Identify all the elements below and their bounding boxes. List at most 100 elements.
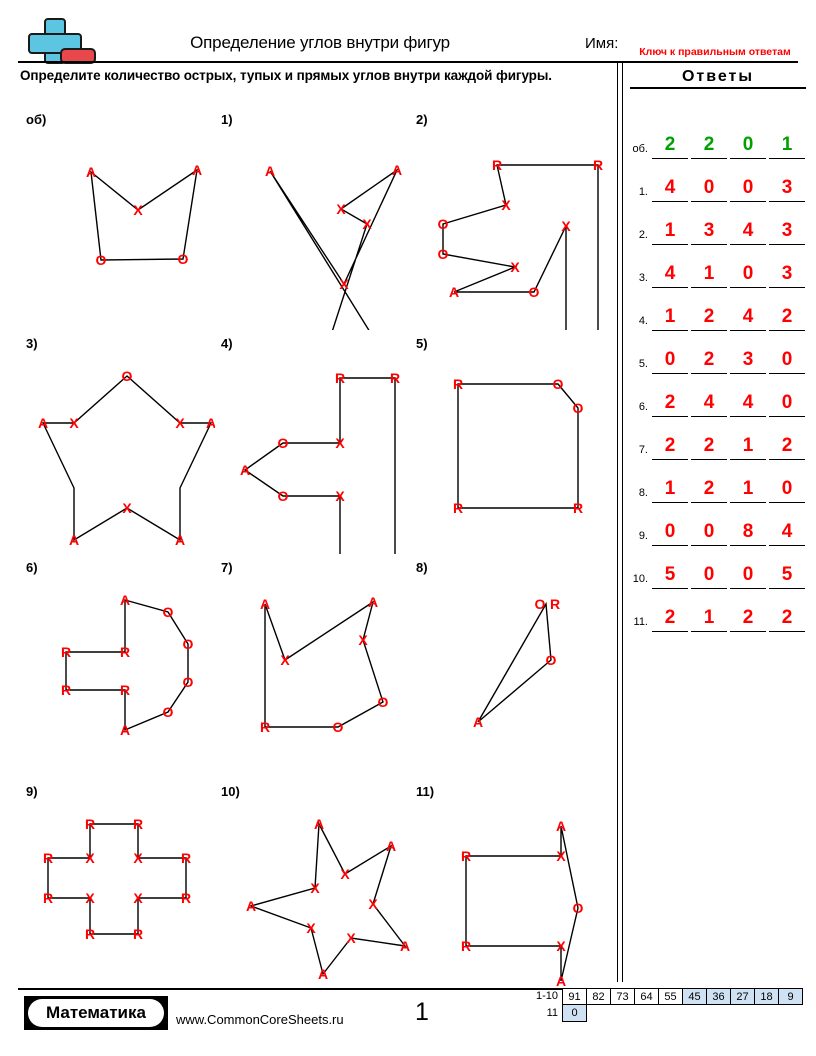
answer-row-number: 5.: [638, 358, 648, 370]
answer-cell[interactable]: 2: [691, 306, 727, 331]
math-plus-minus-logo-icon: [18, 16, 96, 64]
scale-cell[interactable]: 73: [610, 988, 635, 1005]
scale-cell[interactable]: 91: [562, 988, 587, 1005]
answer-cell[interactable]: 0: [769, 392, 805, 417]
scale-row: 11 0: [524, 1004, 803, 1022]
angle-label: A: [314, 816, 324, 832]
answer-cell[interactable]: 0: [652, 349, 688, 374]
answer-cell[interactable]: 0: [730, 263, 766, 288]
answer-cell[interactable]: 3: [769, 263, 805, 288]
figure-outline: [47, 823, 187, 935]
answer-cell[interactable]: 8: [730, 521, 766, 546]
answer-cell[interactable]: 3: [691, 220, 727, 245]
answer-cell[interactable]: 1: [652, 306, 688, 331]
scale-cell[interactable]: 9: [778, 988, 803, 1005]
answer-cell[interactable]: 4: [730, 306, 766, 331]
answer-cell[interactable]: 2: [769, 435, 805, 460]
answer-cell[interactable]: 1: [652, 478, 688, 503]
answer-cell[interactable]: 3: [769, 220, 805, 245]
answer-cell[interactable]: 3: [730, 349, 766, 374]
answer-cell[interactable]: 2: [652, 435, 688, 460]
scale-cell[interactable]: 36: [706, 988, 731, 1005]
angle-label: R: [120, 682, 130, 698]
answer-row-number: 11.: [633, 616, 648, 628]
answer-cell[interactable]: 2: [769, 607, 805, 632]
angle-label: A: [86, 164, 96, 180]
answer-cell[interactable]: 0: [730, 134, 766, 159]
answer-cell[interactable]: 0: [769, 478, 805, 503]
angle-label: R: [61, 644, 71, 660]
answer-cell[interactable]: 1: [652, 220, 688, 245]
answer-cell[interactable]: 1: [730, 435, 766, 460]
answer-cell[interactable]: 4: [730, 392, 766, 417]
angle-label: R: [461, 938, 471, 954]
answer-row-number: 1.: [638, 186, 648, 198]
answer-cell[interactable]: 1: [769, 134, 805, 159]
answer-cell[interactable]: 0: [652, 521, 688, 546]
scale-cell[interactable]: 45: [682, 988, 707, 1005]
problem-number-label: 5): [416, 336, 428, 351]
answer-cell[interactable]: 5: [652, 564, 688, 589]
angle-label: R: [453, 500, 463, 516]
answer-cell[interactable]: 2: [691, 349, 727, 374]
answer-cell[interactable]: 1: [691, 263, 727, 288]
answer-cell[interactable]: 2: [652, 134, 688, 159]
answer-cell[interactable]: 4: [652, 263, 688, 288]
scale-cell[interactable]: 0: [562, 1004, 587, 1022]
answers-heading: Ответы: [630, 68, 806, 89]
scale-cell[interactable]: 18: [754, 988, 779, 1005]
angle-label: A: [120, 722, 130, 738]
angle-label: A: [556, 973, 566, 989]
answer-cell[interactable]: 2: [691, 134, 727, 159]
answer-cell[interactable]: 0: [730, 564, 766, 589]
angle-label: A: [392, 162, 402, 178]
scale-cell[interactable]: 82: [586, 988, 611, 1005]
answer-cell[interactable]: 4: [652, 177, 688, 202]
scale-cell[interactable]: 27: [730, 988, 755, 1005]
answer-cell[interactable]: 0: [691, 564, 727, 589]
answer-cell[interactable]: 2: [769, 306, 805, 331]
answer-cell[interactable]: 3: [769, 177, 805, 202]
answer-key-label: Ключ к правильным ответам: [639, 46, 791, 58]
problem-number-label: 9): [26, 784, 38, 799]
answer-cell[interactable]: 2: [652, 392, 688, 417]
figure-outline: [65, 599, 189, 732]
angle-label: X: [175, 415, 185, 431]
answer-cell[interactable]: 5: [769, 564, 805, 589]
angle-label: X: [335, 435, 345, 451]
answer-cell[interactable]: 1: [730, 478, 766, 503]
answer-cell[interactable]: 0: [769, 349, 805, 374]
angle-label: R: [593, 157, 603, 173]
figure-outline: [465, 825, 579, 982]
answer-cell[interactable]: 2: [730, 607, 766, 632]
answer-cell[interactable]: 2: [691, 478, 727, 503]
angle-label: X: [346, 930, 356, 946]
angle-label: O: [183, 674, 194, 690]
angle-label: O: [278, 488, 289, 504]
answer-cell[interactable]: 4: [691, 392, 727, 417]
answer-row-number: 10.: [632, 573, 648, 585]
angle-label: A: [449, 284, 459, 300]
angle-label: X: [510, 259, 520, 275]
angle-label: O: [163, 604, 174, 620]
answer-cell[interactable]: 2: [652, 607, 688, 632]
scale-row-label: 11: [546, 1007, 558, 1019]
answer-cell[interactable]: 2: [691, 435, 727, 460]
scale-row-label: 1-10: [535, 990, 558, 1002]
answer-cell[interactable]: 0: [730, 177, 766, 202]
answer-cell[interactable]: 4: [769, 521, 805, 546]
answer-cell[interactable]: 1: [691, 607, 727, 632]
scale-cell[interactable]: 64: [634, 988, 659, 1005]
answer-cell[interactable]: 0: [691, 177, 727, 202]
answer-cell[interactable]: 0: [691, 521, 727, 546]
scale-cell[interactable]: 55: [658, 988, 683, 1005]
angle-label: O: [573, 900, 584, 916]
answer-cell[interactable]: 4: [730, 220, 766, 245]
angle-label: R: [85, 816, 95, 832]
